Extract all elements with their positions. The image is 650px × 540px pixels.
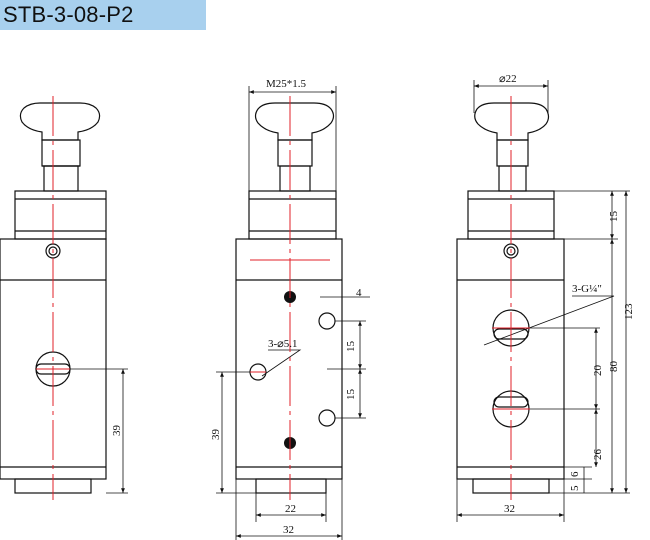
side-plunger (279, 165, 311, 192)
side-dim-thread: M25*1.5 (266, 78, 307, 90)
right-dim-dia22: ⌀22 (499, 73, 517, 85)
side-stem (277, 139, 313, 167)
right-dim-port-thread: 3-G¼" (572, 283, 602, 295)
right-stem (496, 139, 529, 167)
title-band (0, 0, 206, 30)
right-dim-15: 15 (608, 211, 620, 223)
front-plunger (43, 165, 79, 192)
side-base (255, 478, 327, 494)
side-dim-32: 32 (283, 524, 294, 536)
side-centerlines (250, 96, 330, 500)
front-knob (19, 102, 101, 141)
side-hole-upper-right (318, 312, 336, 330)
side-hole-lower-right (318, 409, 336, 427)
right-dim-123: 123 (623, 303, 635, 320)
right-view (456, 80, 630, 522)
right-dim-6: 6 (569, 471, 581, 477)
right-dim-32: 32 (504, 503, 515, 515)
side-dim-15b: 15 (345, 389, 357, 401)
front-dim-39: 39 (111, 425, 123, 437)
right-dim-80: 80 (608, 361, 620, 373)
side-dim-39: 39 (210, 429, 222, 441)
front-stem (41, 139, 81, 167)
right-dim-20: 20 (592, 365, 604, 377)
side-bonnet (248, 190, 337, 240)
front-view (0, 102, 128, 494)
front-screw-inner (48, 246, 58, 256)
right-centerlines (492, 96, 530, 500)
side-dim-holes: 3-⌀5.1 (268, 338, 298, 350)
right-dim-5: 5 (569, 485, 581, 491)
right-dim-26: 26 (592, 449, 604, 461)
side-knob (254, 102, 335, 141)
front-centerlines (36, 96, 70, 500)
right-plunger (498, 165, 527, 192)
front-bonnet (14, 190, 107, 240)
right-screw-inner (506, 246, 516, 256)
side-dim-4: 4 (356, 287, 362, 299)
side-view (216, 86, 370, 540)
side-dim-15a: 15 (345, 341, 357, 353)
side-dim-22: 22 (285, 503, 296, 515)
right-knob (474, 102, 550, 141)
drawing-title: STB-3-08-P2 (3, 2, 134, 27)
